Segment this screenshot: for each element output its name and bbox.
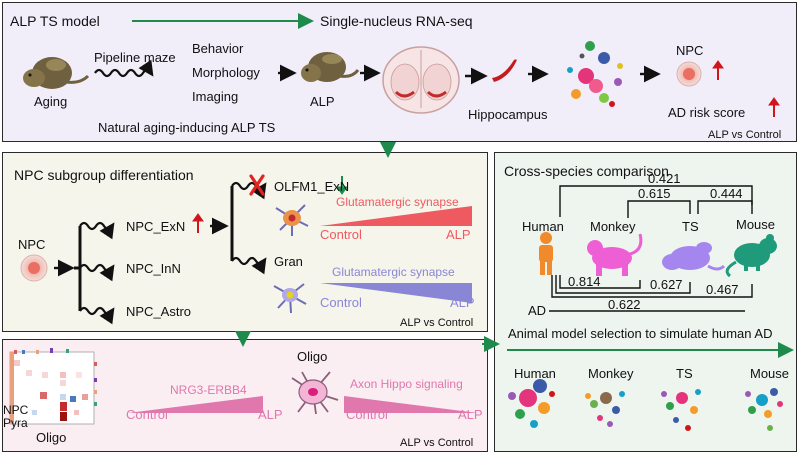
alp-label-axon: ALP: [458, 407, 483, 422]
ts-label-bottom: TS: [676, 366, 693, 381]
hippocampus-image: [492, 59, 517, 82]
control-label-axon: Control: [346, 407, 388, 422]
umap-monkey-image: [585, 391, 625, 427]
npc-exn-label: NPC_ExN: [126, 219, 186, 234]
brain-section-image: [382, 46, 460, 114]
npc-footer: ALP vs Control: [400, 317, 474, 329]
value-0444: 0.444: [710, 186, 743, 201]
axon-label: Axon Hippo signaling: [350, 377, 463, 391]
glut-label-blue: Glutamatergic synapse: [332, 265, 455, 279]
branch-inn: [79, 263, 115, 282]
species-panel: [494, 152, 797, 452]
branch-gran: [231, 256, 267, 275]
npc-panel: [2, 152, 488, 332]
mouse-label-bottom: Mouse: [750, 366, 790, 381]
selection-title: Animal model selection to simulate human…: [508, 326, 773, 341]
alp-label-top: ALP: [310, 94, 335, 109]
bracket-0467: [551, 275, 753, 298]
monkey-label: Monkey: [590, 219, 636, 234]
heatmap-npc-label: NPC: [3, 403, 29, 417]
npc-label-top: NPC: [676, 43, 704, 58]
olfm-label: OLFM1_ExN: [274, 179, 350, 194]
umap-ts-image: [661, 389, 701, 431]
branch-astro: [79, 306, 115, 325]
hippocampus-label: Hippocampus: [468, 107, 548, 122]
model-label: ALP TS model: [10, 13, 100, 29]
pipeline-label: Pipeline maze: [94, 50, 176, 65]
gran-neuron-image: [273, 283, 307, 314]
natural-aging-label: Natural aging-inducing ALP TS: [98, 120, 276, 135]
bracket-0421: [559, 185, 753, 217]
umap-mouse-image: [745, 388, 783, 431]
branch-exn: [79, 221, 115, 240]
npc-panel-title: NPC subgroup differentiation: [14, 167, 194, 183]
alp-rodent-image: [301, 52, 360, 82]
npc-inn-label: NPC_InN: [126, 261, 181, 276]
glut-wedge-red: [320, 206, 472, 226]
axon-wedge: [344, 396, 478, 413]
aging-label: Aging: [34, 94, 68, 109]
human-label-bottom: Human: [514, 366, 556, 381]
heatmap-oligo-label: Oligo: [36, 430, 67, 445]
mouse-label: Mouse: [736, 217, 776, 232]
value-0421: 0.421: [648, 171, 681, 186]
alp-label-red: ALP: [446, 227, 471, 242]
npc-label-left: NPC: [18, 237, 46, 252]
seq-label: Single-nucleus RNA-seq: [320, 13, 473, 29]
species-title: Cross-species comparison: [504, 163, 669, 179]
npc-up-arrow: [712, 60, 724, 80]
exn-neuron-image: [275, 204, 309, 236]
umap-human-image: [508, 379, 555, 428]
monkey-label-bottom: Monkey: [588, 366, 634, 381]
control-label-blue: Control: [320, 295, 362, 310]
nrg-wedge: [128, 396, 263, 413]
pipeline-wavy-arrow: [94, 59, 154, 78]
bracket-0444: [697, 200, 753, 214]
alp-label-nrg: ALP: [258, 407, 283, 422]
exn-up-arrow: [192, 213, 204, 233]
value-0615: 0.615: [638, 186, 671, 201]
ts-figure-image: [662, 242, 726, 271]
aging-rodent-image: [23, 57, 90, 89]
human-label: Human: [522, 219, 564, 234]
bracket-0627: [555, 275, 691, 294]
cross-mark-icon: [249, 174, 265, 196]
olfm-down-arrow: [336, 176, 348, 195]
nrg-label: NRG3-ERBB4: [170, 383, 247, 397]
bracket-0615: [627, 200, 691, 218]
human-figure-image: [539, 232, 553, 275]
gran-label: Gran: [274, 254, 303, 269]
glut-wedge-blue: [320, 283, 472, 303]
heatmap-pyra-label: Pyra: [3, 416, 28, 430]
ad-risk-label: AD risk score: [668, 105, 746, 120]
control-label-red: Control: [320, 227, 362, 242]
ts-label: TS: [682, 219, 699, 234]
value-0467: 0.467: [706, 282, 739, 297]
monkey-figure-image: [587, 233, 643, 276]
umap-top-image: [567, 41, 623, 107]
oligo-label-top: Oligo: [297, 349, 328, 364]
ad-risk-up-arrow: [768, 97, 780, 117]
mouse-figure-image: [725, 234, 777, 278]
alp-label-blue: ALP: [450, 295, 475, 310]
morphology-label: Morphology: [192, 65, 260, 80]
value-0814: 0.814: [568, 274, 601, 289]
value-0622: 0.622: [608, 297, 641, 312]
glut-label-red: Glutamatergic synapse: [336, 195, 459, 209]
heatmap-image: [9, 348, 97, 425]
npc-astro-label: NPC_Astro: [126, 304, 192, 319]
value-0627: 0.627: [650, 277, 683, 292]
behavior-label: Behavior: [192, 41, 244, 56]
oligo-footer: ALP vs Control: [400, 437, 474, 449]
ad-label: AD: [528, 303, 547, 318]
top-footer: ALP vs Control: [708, 129, 782, 141]
control-label-nrg: Control: [126, 407, 168, 422]
imaging-label: Imaging: [192, 89, 239, 104]
bracket-0814: [559, 275, 641, 289]
